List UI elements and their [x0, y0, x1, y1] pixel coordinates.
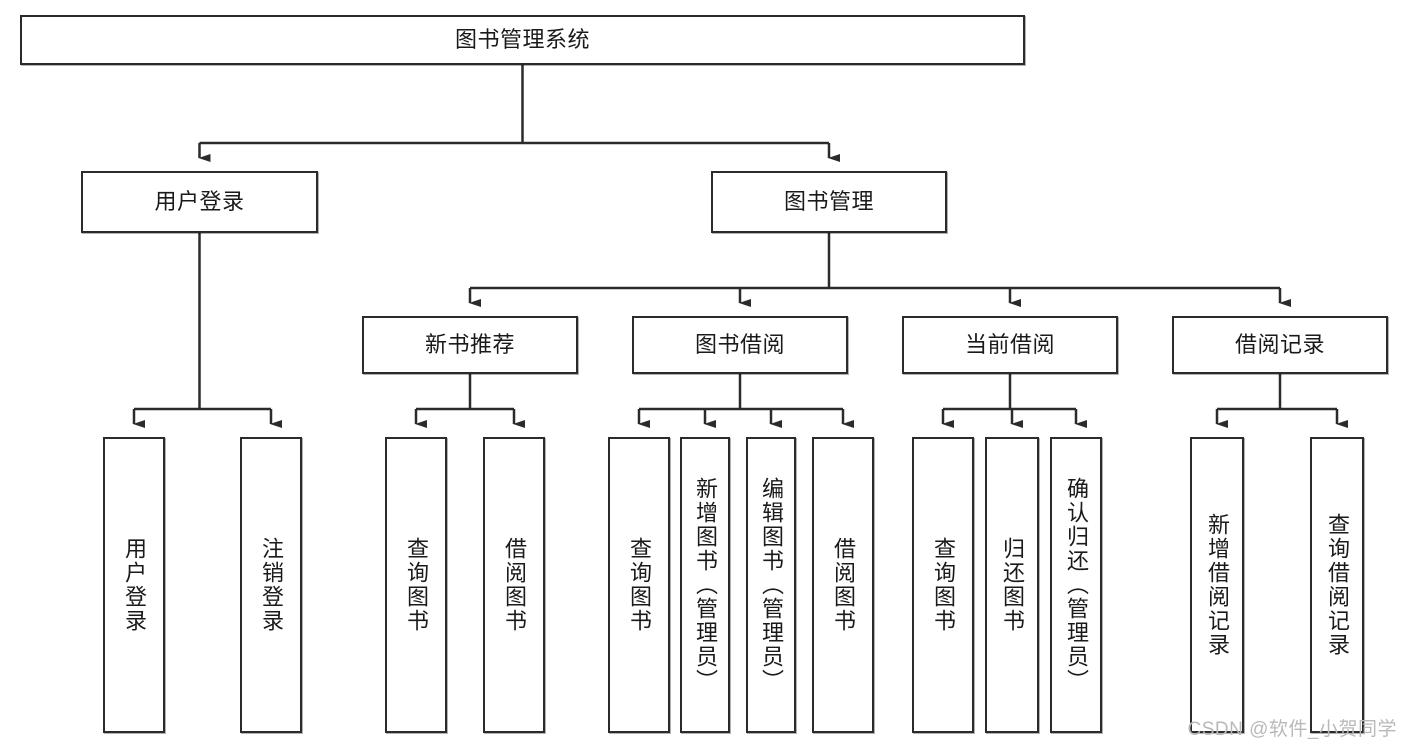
node-leaf-user-login[interactable]: 用户登录 [103, 437, 165, 733]
node-label: 查询图书 [627, 537, 652, 633]
node-label: 新增图书（管理员） [693, 477, 718, 693]
node-borrow-record[interactable]: 借阅记录 [1172, 316, 1388, 374]
node-label: 借阅图书 [831, 537, 856, 633]
node-label: 确认归还（管理员） [1064, 477, 1089, 693]
node-leaf-borrow-book-1[interactable]: 借阅图书 [483, 437, 545, 733]
node-label: 查询图书 [404, 537, 429, 633]
node-root[interactable]: 图书管理系统 [20, 15, 1025, 65]
node-label: 归还图书 [1000, 537, 1025, 633]
node-new-book-rec[interactable]: 新书推荐 [362, 316, 578, 374]
node-leaf-edit-book[interactable]: 编辑图书（管理员） [746, 437, 796, 733]
node-leaf-borrow-book-2[interactable]: 借阅图书 [812, 437, 874, 733]
node-leaf-query-record[interactable]: 查询借阅记录 [1310, 437, 1364, 733]
node-label: 图书管理 [783, 189, 874, 215]
node-leaf-return-book[interactable]: 归还图书 [985, 437, 1039, 733]
node-leaf-add-record[interactable]: 新增借阅记录 [1190, 437, 1244, 733]
node-book-borrow[interactable]: 图书借阅 [632, 316, 848, 374]
node-label: 注销登录 [259, 537, 284, 633]
edge-group [132, 65, 1348, 428]
node-label: 查询图书 [931, 537, 956, 633]
node-label: 用户登录 [154, 189, 245, 215]
node-label: 借阅记录 [1234, 332, 1325, 358]
node-leaf-add-book[interactable]: 新增图书（管理员） [680, 437, 730, 733]
node-current-borrow[interactable]: 当前借阅 [902, 316, 1118, 374]
node-label: 编辑图书（管理员） [759, 477, 784, 693]
node-leaf-logout[interactable]: 注销登录 [240, 437, 302, 733]
node-label: 借阅图书 [502, 537, 527, 633]
node-book-manage[interactable]: 图书管理 [711, 171, 947, 233]
node-label: 当前借阅 [964, 332, 1055, 358]
node-user-login[interactable]: 用户登录 [81, 171, 318, 233]
node-label: 新书推荐 [424, 332, 515, 358]
node-label: 用户登录 [122, 537, 147, 633]
node-leaf-confirm-return[interactable]: 确认归还（管理员） [1050, 437, 1102, 733]
node-leaf-query-book-3[interactable]: 查询图书 [912, 437, 974, 733]
node-leaf-query-book-2[interactable]: 查询图书 [608, 437, 670, 733]
node-label: 图书借阅 [694, 332, 785, 358]
node-label: 新增借阅记录 [1205, 513, 1230, 657]
node-label: 图书管理系统 [454, 27, 590, 53]
node-label: 查询借阅记录 [1325, 513, 1350, 657]
node-leaf-query-book-1[interactable]: 查询图书 [385, 437, 447, 733]
